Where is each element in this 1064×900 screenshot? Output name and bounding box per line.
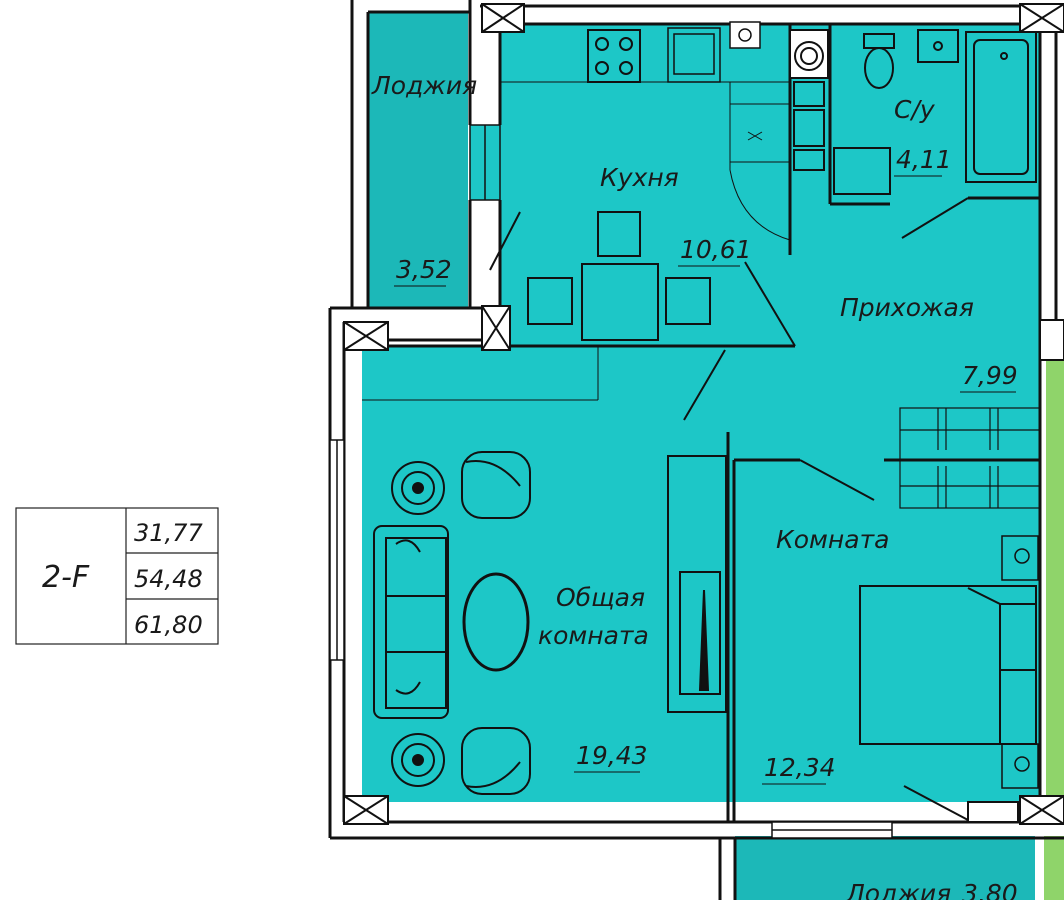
loggia-bottom-name: Лоджия — [845, 879, 951, 900]
total-area-value: 54,48 — [134, 565, 203, 593]
kitchen-fill — [500, 24, 790, 346]
loggia-top-name: Лоджия — [371, 71, 477, 100]
bathroom-area: 4,11 — [896, 145, 952, 174]
sink-icon — [667, 21, 761, 83]
room-labels: Лоджия 3,52 Кухня 10,61 С/у 4,11 Прихожа… — [371, 71, 1018, 900]
toilet-icon — [863, 33, 895, 89]
green-strip — [1046, 360, 1064, 800]
living-name-line2: комната — [538, 621, 649, 650]
living-area: 19,43 — [576, 741, 648, 770]
bathtub-icon — [965, 31, 1037, 183]
hallway-name: Прихожая — [840, 293, 974, 322]
armchair-icon — [461, 451, 531, 795]
loggia-top-area: 3,52 — [396, 255, 452, 284]
kitchen-name: Кухня — [600, 163, 679, 192]
bathroom-sink — [917, 29, 959, 63]
nightstand-icon — [1001, 535, 1039, 789]
window-icon — [329, 124, 893, 839]
living-area-value: 31,77 — [134, 519, 203, 547]
dining-table-icon — [527, 211, 711, 341]
bathroom-name: С/у — [894, 95, 936, 124]
apartment-type: 2-F — [42, 560, 90, 595]
kitchen-counter — [500, 81, 790, 170]
coffee-table-icon — [462, 572, 530, 672]
living-name-line1: Общая — [556, 583, 645, 612]
living-room-partition-lines — [362, 346, 599, 401]
living-room-fill — [362, 346, 732, 802]
loggia-top-fill — [368, 12, 468, 308]
bedroom-name: Комната — [776, 525, 889, 554]
hallway-area: 7,99 — [962, 361, 1018, 390]
kitchen-area: 10,61 — [680, 235, 752, 264]
wardrobe — [899, 407, 1041, 509]
loggia-bottom-fill — [735, 836, 1035, 900]
bathroom-cabinet — [833, 147, 891, 195]
structural-columns — [343, 3, 1064, 825]
spec-table: 2-F 31,77 54,48 61,80 — [15, 507, 219, 645]
tv-stand-icon — [667, 455, 727, 713]
bedroom-area: 12,34 — [764, 753, 836, 782]
sofa-icon — [373, 525, 449, 719]
walls — [328, 0, 1064, 900]
bed-icon — [859, 585, 1037, 745]
loggia-area-value: 61,80 — [134, 611, 203, 639]
washing-machine-icon — [789, 29, 829, 171]
floor-lamp-icon — [391, 461, 445, 787]
hallway-fill — [730, 204, 1040, 460]
door-swing-icon — [489, 169, 969, 821]
bedroom-fill — [732, 460, 1040, 802]
loggia-bottom-area: 3,80 — [962, 879, 1018, 900]
